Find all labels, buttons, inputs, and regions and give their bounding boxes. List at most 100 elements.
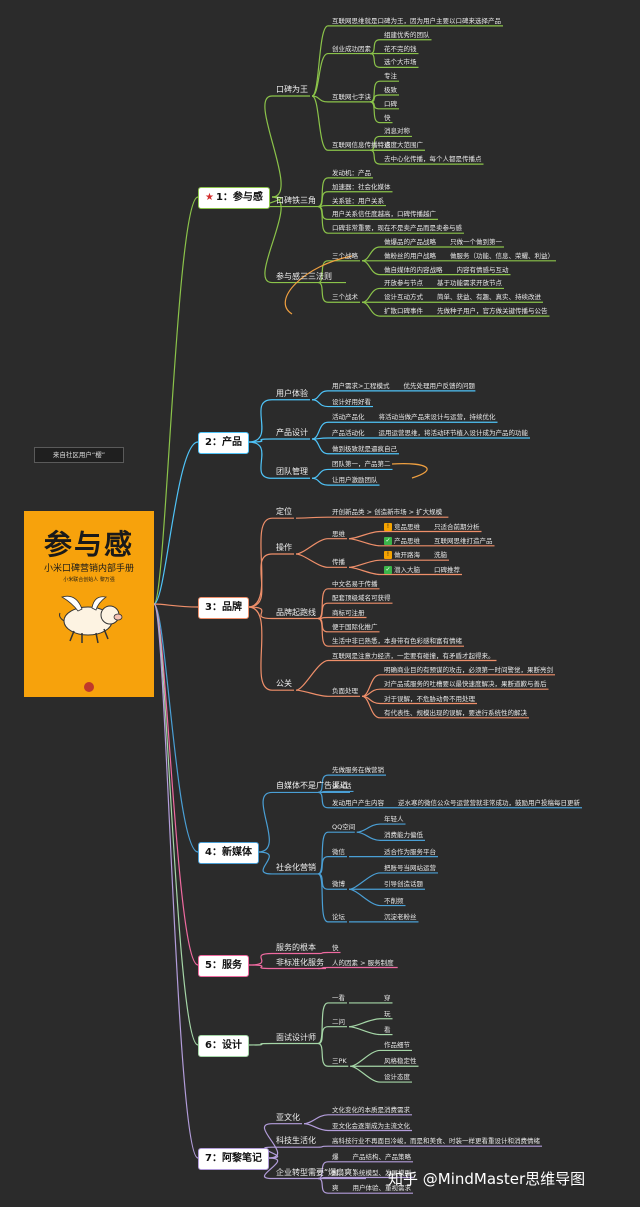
connector-line [247,441,273,479]
node-label: 微博 [332,880,345,889]
connector-line [317,281,329,303]
connector-line [350,1049,381,1067]
node-label: 论坛 [332,912,345,921]
subtopic-node: 有代表性、规模出现的误解，要进行系统性的解决 [384,709,527,717]
connector-line [361,260,381,276]
connector-line [361,246,381,262]
connector-line [247,952,273,966]
subtopic-node: 组建优秀的团队 [384,31,430,39]
node-label: 穿 [384,993,391,1002]
node-label: 做粉丝的用户战略 [384,251,436,260]
node-label: 微信 [332,847,345,856]
main-topic-5[interactable]: 5：服务 [198,955,249,977]
check-icon: ✓ [384,565,392,574]
node-label: 二问 [332,1017,345,1026]
subtopic-node: 互联网信息传播特点 [332,141,391,149]
connector-line [311,95,329,151]
watermark: 知乎 @MindMaster思维导图 [388,1170,586,1188]
subtopic-node: 思维 [332,530,345,538]
subtopic-node: 极致 [384,86,397,94]
subtopic-node: QQ空间 [332,823,355,831]
connector-line [348,530,381,540]
node-label: 去中心化传播，每个人都是传播点 [384,155,482,164]
source-note: 来自社区用户“樱” [34,447,124,463]
node-label: 开放参与节点 [384,279,423,288]
connector-line [369,80,381,103]
node-label: 风格稳定性 [384,1057,417,1066]
main-topic-6[interactable]: 6：设计 [198,1035,249,1057]
topic-node: 产品设计 [276,428,308,437]
topic-node: 口碑铁三角 [276,195,316,205]
connector-line [295,689,329,697]
subtopic-node: 引导创造话题 [384,880,423,888]
node-label: 三个战略 [332,251,358,260]
subtopic-node: 明确商业目的有预谋的攻击，必须第一时间警觉，果断亮剑 [384,666,553,674]
node-label: 沉淀老粉丝 [384,912,417,921]
connector-line [348,1026,381,1036]
connector-line [369,101,381,124]
subtopic-node: 快 [384,114,391,122]
node-detail: 先做种子用户，官方做关键传播与公告 [437,307,548,316]
main-topic-label: 4：新媒体 [205,847,252,858]
connector-line [263,1123,279,1159]
node-label: 口碑 [384,99,397,108]
main-topic-1[interactable]: ★1：参与感 [198,187,270,209]
node-label: 快 [384,113,391,122]
subtopic-node: 微博 [332,880,345,888]
connector-line [153,603,199,1159]
subtopic-node: 中文名易于传播 [332,580,378,588]
subtopic-node: 扩散口碑事件先做种子用户，官方做关键传播与公告 [384,307,548,315]
connector-line [311,390,329,401]
node-detail: 基于功能需求开放节点 [437,279,502,288]
subtopic-node: 商标可注册 [332,609,365,617]
node-label: 互联网是注意力经济，一定要有碰撞，有矛盾才起得来。 [332,651,495,660]
topic-node: 科技生活化 [276,1136,316,1146]
main-topic-4[interactable]: 4：新媒体 [198,842,259,864]
node-label: 关系链：用户关系 [332,196,384,205]
connector-line [317,260,329,284]
subtopic-node: 做到极致就是逼疯自己 [332,445,397,453]
connector-line [361,301,381,317]
topic-node: 非标准化服务 [276,957,324,967]
main-topic-label: 7：阿黎笔记 [205,1153,262,1164]
node-label: 速度大范围广 [384,141,423,150]
main-topic-2[interactable]: 2：产品 [198,432,249,454]
subtopic-node: ✓产品思维互联网思维打造产品 [384,536,493,545]
connector-line [247,606,273,691]
subtopic-node: 活动产品化将活动当做产品来设计与运营，持续优化 [332,413,496,421]
node-label: 用户关系信任度越高，口碑传播越广 [332,210,436,219]
node-detail: 逆水寒的微信公众号运营营就非常成功，鼓励用户投稿每日更新 [398,798,580,807]
node-label: 发动机：产品 [332,168,371,177]
connector-line [369,101,381,110]
node-label: 讲人话 [332,782,352,791]
connector-line [317,1145,329,1148]
connector-line [311,477,329,486]
main-topic-3[interactable]: 3：品牌 [198,597,249,619]
subtopic-node: 快 [332,944,339,952]
subtopic-node: 三PK [332,1057,347,1065]
connector-line [350,1065,381,1083]
connector-line [153,603,199,1046]
node-detail: 简单、获益、有趣、真实、持续改进 [437,293,541,302]
pig-illustration-icon [59,595,123,644]
node-label: 玩 [384,1009,391,1018]
subtopic-node: 生活中非已熟悉，本身带有色彩感和富有情绪 [332,637,462,645]
subtopic-node: 年轻人 [384,815,404,823]
node-label: 花不完的钱 [384,44,417,53]
node-label: 作品细节 [384,1041,410,1050]
topic-node: 服务的根本 [276,942,316,952]
subtopic-node: 微信 [332,848,345,856]
subtopic-node: 口碑 [384,100,397,108]
node-detail: 口碑推荐 [434,565,460,574]
subtopic-node: 消费能力偏低 [384,831,423,839]
node-label: 爽 [332,1184,339,1193]
connector-line [263,1157,279,1180]
subtopic-node: 设计好用好看 [332,398,371,406]
node-label: 明确商业目的有预谋的攻击，必须第一时间警觉，果断亮剑 [384,665,553,674]
subtopic-node: 文化变化的本质是消费需求 [332,1106,410,1114]
topic-node: 企业转型需要“爆扇爽” [276,1167,357,1177]
connector-line [303,1114,329,1125]
subtopic-node: 配套顶级域名可获得 [332,594,391,602]
main-topic-7[interactable]: 7：阿黎笔记 [198,1148,269,1170]
node-label: 把账号当网站运营 [384,863,436,872]
